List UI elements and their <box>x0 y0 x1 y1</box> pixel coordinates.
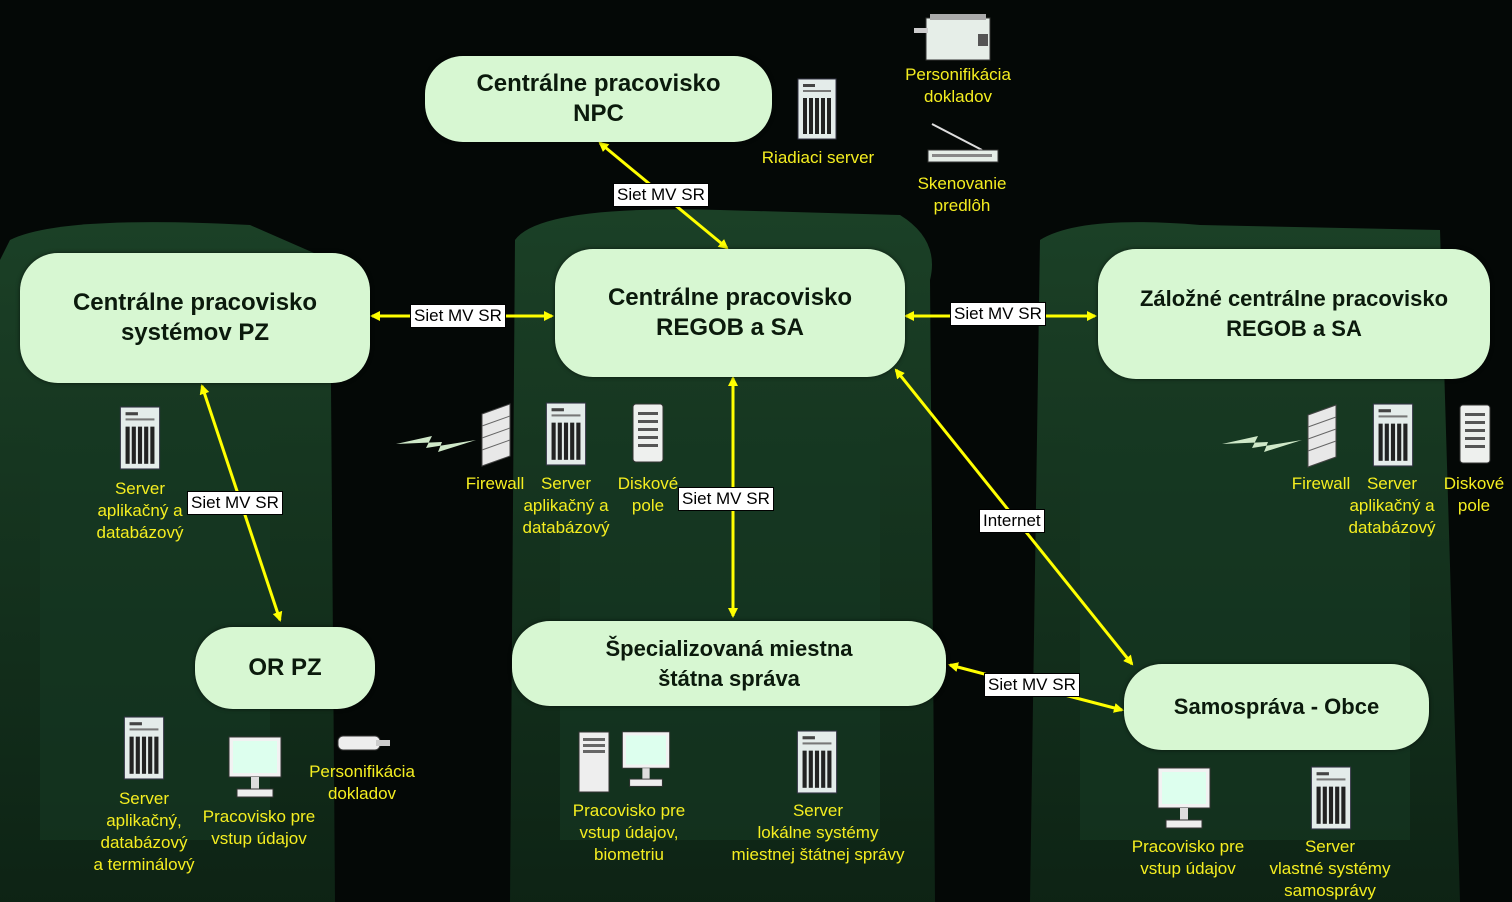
caption-orpz-server: Server aplikačný, databázový a terminálo… <box>93 789 195 874</box>
link-label-regob-obce: Internet <box>979 509 1045 533</box>
server-icon <box>1372 403 1414 467</box>
caption-personifikacia-top: Personifikácia dokladov <box>905 65 1011 106</box>
node-orpz[interactable]: OR PZ <box>195 627 375 709</box>
caption-server-central: Server aplikačný a databázový <box>522 474 610 537</box>
server-icon <box>123 716 165 780</box>
caption-spec-server: Server lokálne systémy miestnej štátnej … <box>731 801 905 864</box>
caption-pz-server: Server aplikačný a databázový <box>96 479 184 542</box>
caption-disk-central: Diskové pole <box>617 474 679 515</box>
printer-icon <box>914 14 991 61</box>
caption-skenovanie: Skenovanie predlôh <box>917 174 1007 215</box>
link-label-npc-regob: Siet MV SR <box>613 183 709 207</box>
caption-obce-workstation: Pracovisko pre vstup údajov <box>1131 837 1245 878</box>
lightning-icon <box>396 436 476 452</box>
caption-spec-workstation: Pracovisko pre vstup údajov, biometriu <box>572 801 686 864</box>
link-label-pz-orpz: Siet MV SR <box>187 491 283 515</box>
node-spec[interactable]: Špecializovaná miestna štátna správa <box>512 621 946 706</box>
link-label-regob-spec: Siet MV SR <box>678 487 774 511</box>
node-regob[interactable]: Centrálne pracovisko REGOB a SA <box>555 249 905 377</box>
caption-orpz-personifikacia: Personifikácia dokladov <box>309 762 415 803</box>
scanner-icon <box>927 123 999 163</box>
monitor-icon <box>228 736 282 798</box>
server-icon <box>796 730 838 794</box>
link-label-spec-obce: Siet MV SR <box>984 673 1080 697</box>
server-icon <box>119 406 161 470</box>
node-obce[interactable]: Samospráva - Obce <box>1124 664 1429 750</box>
monitor-icon <box>1157 767 1211 829</box>
disk-array-icon <box>632 403 664 463</box>
caption-obce-server: Server vlastné systémy samosprávy <box>1269 837 1391 900</box>
lightning-icon <box>1222 436 1302 452</box>
firewall-icon <box>1307 404 1337 468</box>
monitor-icon <box>621 731 671 787</box>
card-printer-icon <box>337 735 390 751</box>
node-zalozne[interactable]: Záložné centrálne pracovisko REGOB a SA <box>1098 249 1490 379</box>
link-label-regob-zalozne: Siet MV SR <box>950 302 1046 326</box>
node-npc[interactable]: Centrálne pracovisko NPC <box>425 56 772 142</box>
caption-disk-backup: Diskové pole <box>1443 474 1505 515</box>
caption-orpz-workstation: Pracovisko pre vstup údajov <box>202 807 316 848</box>
caption-firewall-central: Firewall <box>465 474 525 493</box>
firewall-icon <box>481 403 511 467</box>
caption-riadiaci-server: Riadiaci server <box>761 148 875 167</box>
server-icon <box>545 402 587 466</box>
caption-firewall-backup: Firewall <box>1291 474 1351 493</box>
server-icon <box>1310 766 1352 830</box>
caption-server-backup: Server aplikačný a databázový <box>1348 474 1436 537</box>
workstation-tower-icon <box>578 731 610 793</box>
server-icon <box>797 78 837 140</box>
disk-array-icon <box>1459 404 1491 464</box>
node-pz[interactable]: Centrálne pracovisko systémov PZ <box>20 253 370 383</box>
link-label-pz-regob: Siet MV SR <box>410 304 506 328</box>
